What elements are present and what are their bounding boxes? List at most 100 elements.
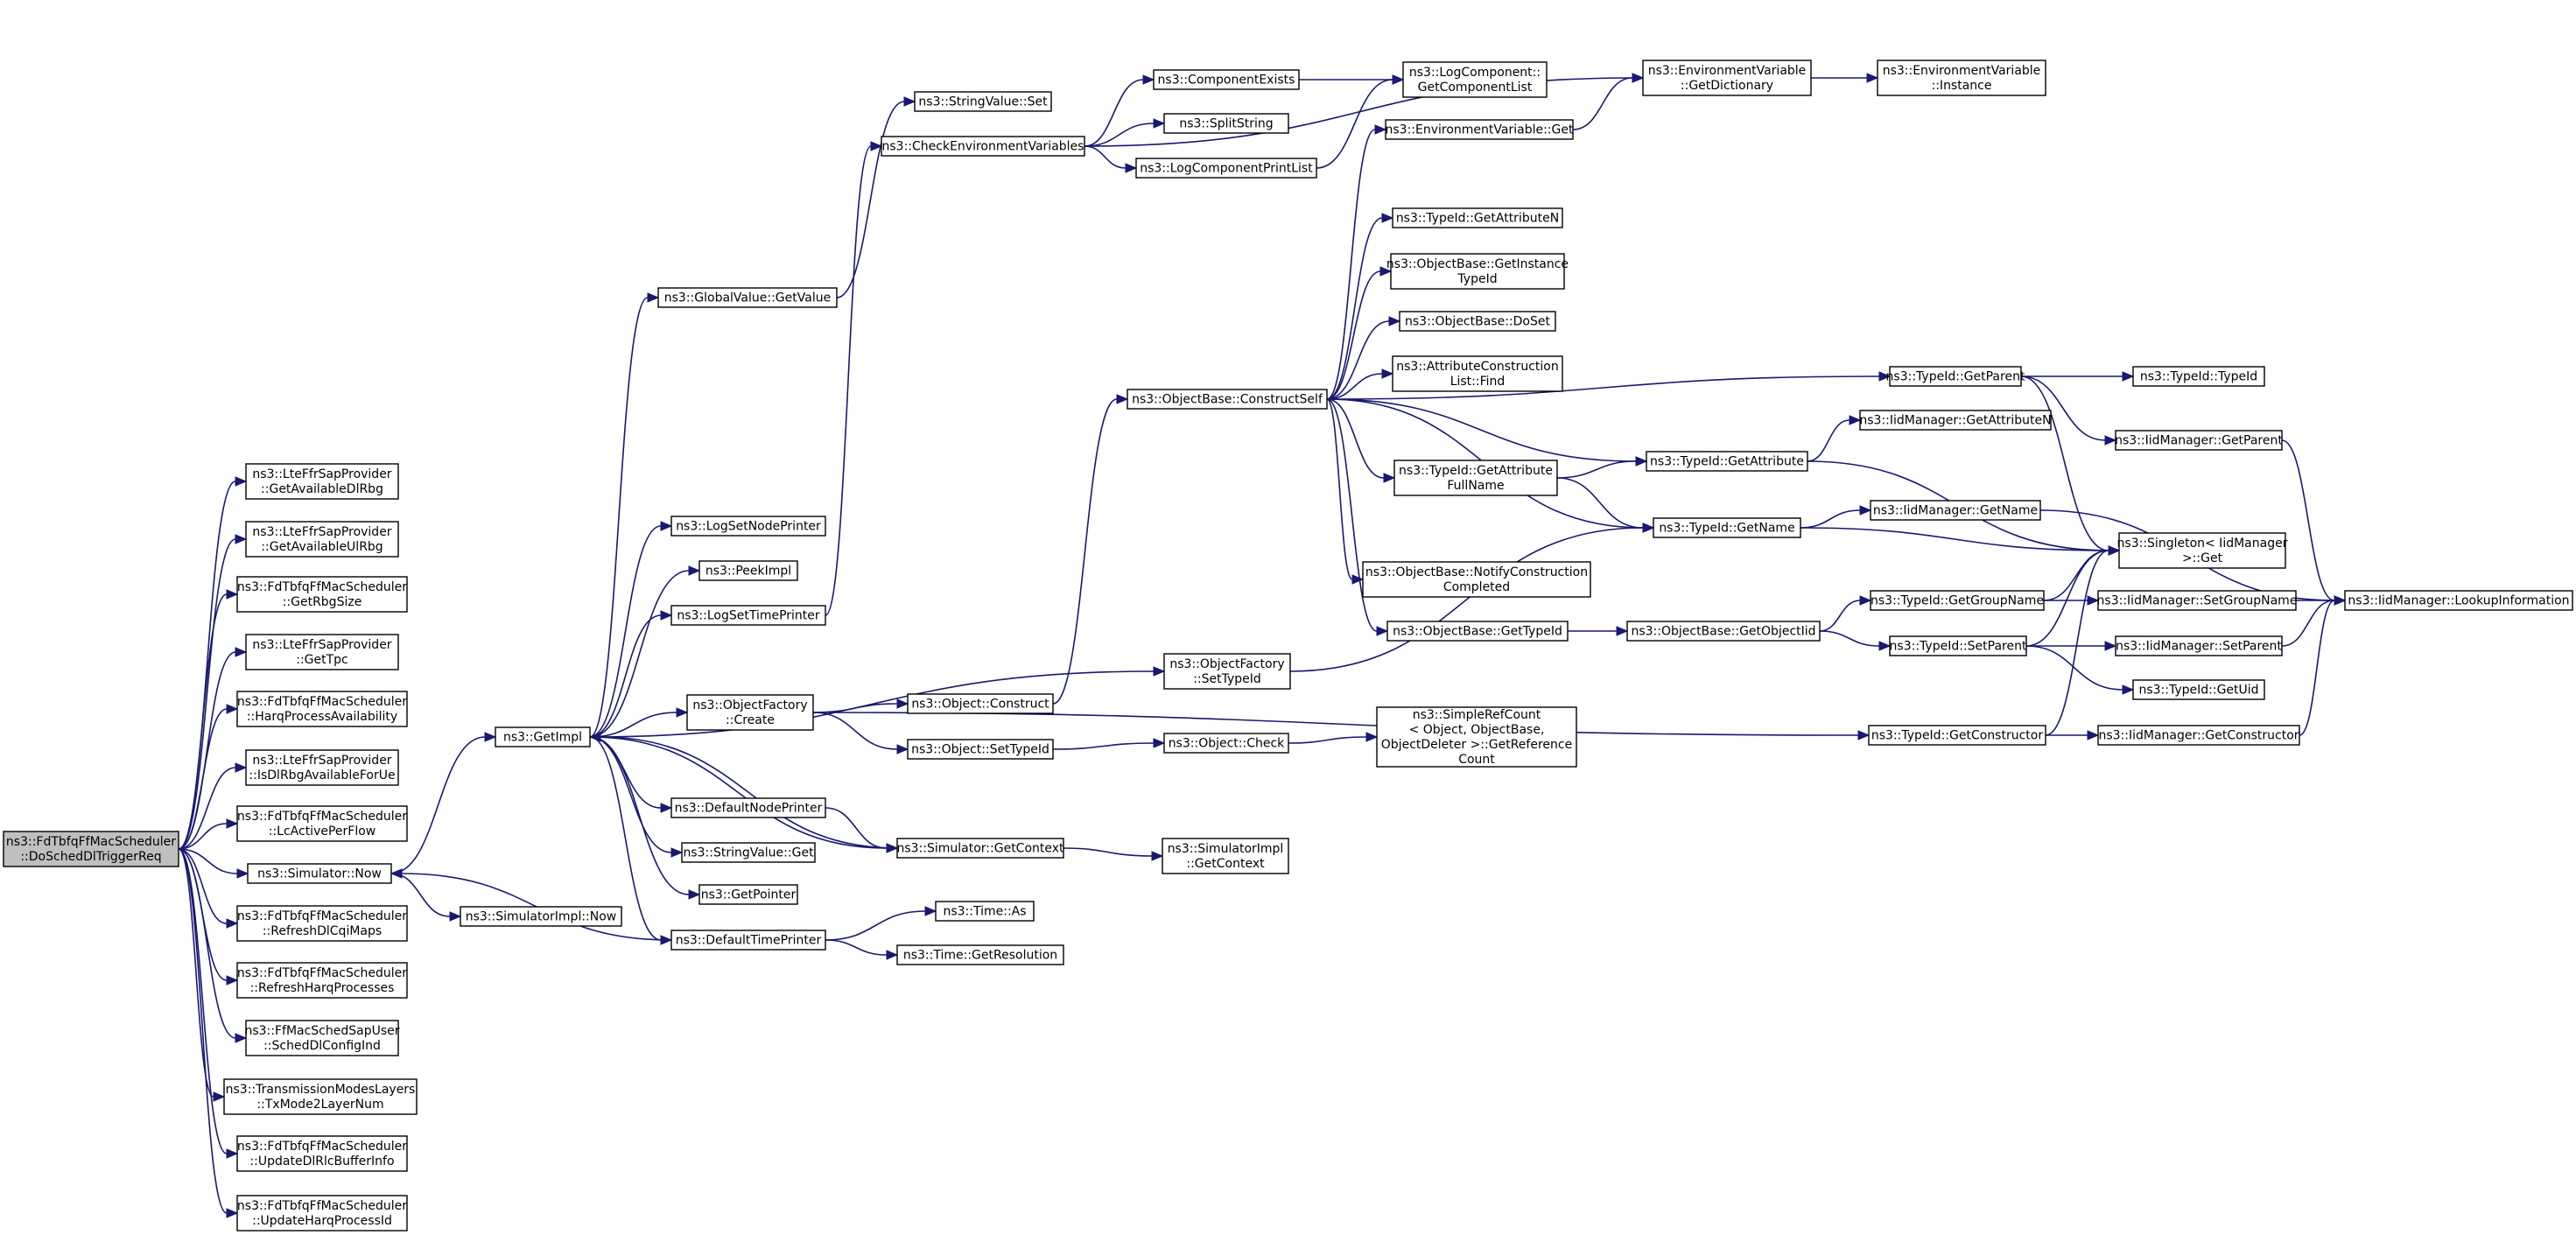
edge-n25-n32	[825, 939, 888, 956]
edge-n0-n13	[178, 848, 228, 1154]
edge-n15-n23	[589, 736, 672, 853]
function-node[interactable]: ns3::TypeId::GetGroupName	[1870, 590, 2045, 611]
function-node[interactable]: ns3::ObjectFactory::Create	[686, 694, 814, 731]
node-box	[1163, 113, 1289, 134]
edge-n0-n5	[178, 708, 228, 850]
function-node[interactable]: ns3::GetImpl	[495, 726, 591, 747]
function-node[interactable]: ns3::IidManager::LookupInformation	[2344, 590, 2573, 611]
function-node[interactable]: ns3::EnvironmentVariable::Instance	[1877, 60, 2046, 96]
function-node[interactable]: ns3::DefaultNodePrinter	[670, 797, 826, 818]
function-node[interactable]: ns3::IidManager::GetName	[1870, 500, 2041, 521]
function-node[interactable]: ns3::IidManager::GetConstructor	[2097, 725, 2300, 746]
function-node[interactable]: ns3::EnvironmentVariable::GetDictionary	[1642, 60, 1812, 96]
node-box	[935, 901, 1035, 922]
function-node[interactable]: ns3::Time::As	[935, 901, 1035, 922]
function-node[interactable]: ns3::PeekImpl	[698, 560, 798, 581]
function-node[interactable]: ns3::ObjectBase::NotifyConstructionCompl…	[1362, 561, 1591, 598]
function-node[interactable]: ns3::Simulator::GetContext	[896, 838, 1064, 859]
function-node[interactable]: ns3::TypeId::SetParent	[1889, 635, 2027, 656]
node-label: List::Find	[1450, 375, 1506, 389]
root-function-node[interactable]: ns3::FdTbfqFfMacScheduler::DoSchedDlTrig…	[3, 831, 179, 867]
function-node[interactable]: ns3::GlobalValue::GetValue	[657, 287, 838, 308]
function-node[interactable]: ns3::LogComponentPrintList	[1135, 158, 1317, 179]
function-node[interactable]: ns3::Time::GetResolution	[896, 944, 1064, 965]
node-box	[670, 605, 826, 626]
function-node[interactable]: ns3::CheckEnvironmentVariables	[881, 136, 1085, 157]
function-node[interactable]: ns3::Object::Construct	[907, 693, 1054, 714]
function-node[interactable]: ns3::ComponentExists	[1153, 69, 1300, 90]
function-node[interactable]: ns3::IidManager::SetGroupName	[2097, 590, 2298, 611]
function-node[interactable]: ns3::Object::SetTypeId	[907, 739, 1054, 760]
function-node[interactable]: ns3::Object::Check	[1163, 733, 1289, 754]
function-node[interactable]: ns3::FdTbfqFfMacScheduler::LcActivePerFl…	[236, 805, 408, 842]
function-node[interactable]: ns3::TransmissionModesLayers::TxMode2Lay…	[223, 1078, 418, 1115]
node-box	[907, 693, 1054, 714]
node-box	[1162, 838, 1289, 874]
edge-n36-n47	[1326, 398, 1353, 580]
function-node[interactable]: ns3::IidManager::SetParent	[2115, 635, 2283, 656]
node-label: ns3::FdTbfqFfMacScheduler	[6, 835, 176, 849]
function-node[interactable]: ns3::TypeId::TypeId	[2132, 366, 2265, 387]
function-node[interactable]: ns3::StringValue::Set	[914, 91, 1052, 112]
node-label: ns3::IidManager::GetAttributeN	[1859, 414, 2051, 428]
function-node[interactable]: ns3::EnvironmentVariable::Get	[1385, 119, 1574, 140]
arrowhead-n36-n47	[1351, 574, 1365, 585]
node-box	[670, 516, 826, 537]
function-node[interactable]: ns3::LteFfrSapProvider::IsDlRbgAvailable…	[245, 749, 399, 786]
edge-n59-n66	[2025, 645, 2123, 691]
function-node[interactable]: ns3::LteFfrSapProvider::GetTpc	[245, 634, 399, 670]
function-node[interactable]: ns3::FdTbfqFfMacScheduler::GetRbgSize	[236, 576, 408, 613]
node-box	[236, 805, 408, 842]
function-node[interactable]: ns3::TypeId::GetAttribute	[1646, 451, 1808, 472]
function-node[interactable]: ns3::FdTbfqFfMacScheduler::UpdateHarqPro…	[236, 1195, 408, 1231]
function-node[interactable]: ns3::SplitString	[1163, 113, 1289, 134]
edge-n0-n14	[178, 848, 228, 1214]
function-node[interactable]: ns3::DefaultTimePrinter	[670, 930, 826, 951]
function-node[interactable]: ns3::IidManager::GetParent	[2115, 430, 2283, 451]
arrowhead-n0-n10	[226, 975, 239, 986]
function-node[interactable]: ns3::ObjectBase::GetTypeId	[1386, 621, 1569, 642]
node-box	[881, 136, 1085, 157]
node-label: ns3::ObjectBase::GetTypeId	[1393, 625, 1562, 639]
function-node[interactable]: ns3::LogComponent::GetComponentList	[1402, 61, 1548, 98]
function-node[interactable]: ns3::TypeId::GetAttributeN	[1392, 207, 1563, 228]
function-node[interactable]: ns3::TypeId::GetUid	[2132, 679, 2265, 700]
function-node[interactable]: ns3::StringValue::Get	[681, 842, 816, 863]
node-box	[1889, 635, 2027, 656]
function-node[interactable]: ns3::SimulatorImpl::GetContext	[1162, 838, 1289, 874]
function-node[interactable]: ns3::Singleton< IidManager >::Get	[2117, 532, 2288, 569]
arrowhead-n57-n62	[2104, 435, 2117, 446]
edge-n62-n68	[2281, 439, 2335, 601]
function-node[interactable]: ns3::TypeId::GetParent	[1886, 366, 2025, 387]
function-node[interactable]: ns3::ObjectBase::GetObjectIid	[1626, 621, 1821, 642]
function-node[interactable]: ns3::Simulator::Now	[247, 863, 392, 884]
function-node[interactable]: ns3::FdTbfqFfMacScheduler::RefreshDlCqiM…	[236, 905, 408, 942]
edge-n0-n7	[178, 823, 228, 850]
function-node[interactable]: ns3::ObjectBase::ConstructSelf	[1127, 389, 1328, 410]
function-node[interactable]: ns3::FdTbfqFfMacScheduler::HarqProcessAv…	[236, 691, 408, 727]
arrowhead-n15-n37	[1153, 666, 1166, 677]
function-node[interactable]: ns3::IidManager::GetAttributeN	[1859, 410, 2052, 431]
function-node[interactable]: ns3::FdTbfqFfMacScheduler::RefreshHarqPr…	[236, 962, 408, 999]
function-node[interactable]: ns3::FdTbfqFfMacScheduler::UpdateDlRlcBu…	[236, 1135, 408, 1172]
function-node[interactable]: ns3::TypeId::GetConstructor	[1868, 725, 2046, 746]
node-box	[1163, 733, 1289, 754]
function-node[interactable]: ns3::LteFfrSapProvider::GetAvailableUlRb…	[245, 521, 399, 558]
function-node[interactable]: ns3::SimpleRefCount< Object, ObjectBase,…	[1376, 706, 1577, 768]
function-node[interactable]: ns3::TypeId::GetName	[1653, 517, 1801, 538]
function-node[interactable]: ns3::FfMacSchedSapUser::SchedDlConfigInd	[244, 1020, 400, 1056]
nodes-layer: ns3::FdTbfqFfMacScheduler::DoSchedDlTrig…	[3, 60, 2573, 1231]
function-node[interactable]: ns3::LogSetNodePrinter	[670, 516, 826, 537]
node-box	[1877, 60, 2046, 96]
function-node[interactable]: ns3::LogSetTimePrinter	[670, 605, 826, 626]
function-node[interactable]: ns3::ObjectFactory::SetTypeId	[1163, 653, 1291, 690]
function-node[interactable]: ns3::SimulatorImpl::Now	[460, 906, 622, 927]
edge-n57-n63	[2020, 375, 2109, 551]
node-box	[245, 463, 399, 500]
function-node[interactable]: ns3::GetPointer	[698, 884, 798, 905]
function-node[interactable]: ns3::LteFfrSapProvider::GetAvailableDlRb…	[245, 463, 399, 500]
function-node[interactable]: ns3::ObjectBase::DoSet	[1399, 311, 1556, 332]
